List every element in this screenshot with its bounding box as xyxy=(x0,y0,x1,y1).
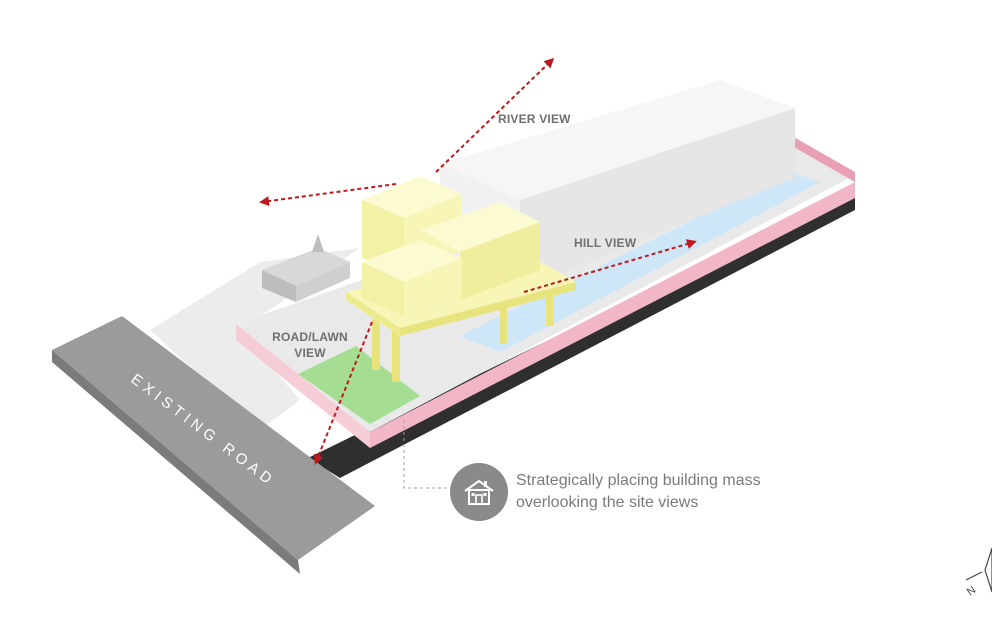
callout-line1: Strategically placing building mass xyxy=(516,472,761,489)
boundary-wall-front xyxy=(370,182,855,448)
proposed-podium-right xyxy=(404,258,462,316)
neighbour-building-top xyxy=(262,248,350,286)
river-view-label: RIVER VIEW xyxy=(498,112,571,126)
lawn xyxy=(298,346,420,424)
road-lawn-view-label-line2: VIEW xyxy=(294,346,326,360)
hill-view-label: HILL VIEW xyxy=(574,236,637,250)
boundary-wall-left xyxy=(236,324,370,448)
proposed-podium-top xyxy=(362,240,462,282)
neighbour-dome xyxy=(312,234,324,252)
callout-leader xyxy=(403,420,452,489)
building-glyph xyxy=(464,479,494,505)
neighbour-building-side xyxy=(296,262,350,302)
stilt xyxy=(500,300,507,344)
stilt xyxy=(372,320,380,370)
existing-block-top xyxy=(440,80,795,200)
proposed-tower-top xyxy=(362,176,462,218)
hill-view-arrow xyxy=(523,239,697,293)
callout-text: Strategically placing building mass over… xyxy=(516,470,761,514)
north-arrow-icon: N xyxy=(965,547,992,598)
existing-block-front xyxy=(520,108,795,290)
north-letter: N xyxy=(965,584,978,598)
callout: Strategically placing building mass over… xyxy=(450,460,870,524)
stilt xyxy=(392,330,400,382)
proposed-slab-edge-front xyxy=(400,282,576,336)
river-view-arrow xyxy=(435,57,555,173)
boundary-wall-right-top xyxy=(785,132,855,182)
building-icon xyxy=(450,463,508,521)
proposed-wing-top xyxy=(420,202,540,252)
road-lawn-view-label-line1: ROAD/LAWN xyxy=(272,330,348,344)
neighbour-building-front xyxy=(262,270,296,302)
road-lawn-view-label: ROAD/LAWN VIEW xyxy=(262,329,358,361)
proposed-wing-front xyxy=(460,222,540,300)
stilt xyxy=(546,290,553,326)
neighbour-ground xyxy=(150,248,360,430)
proposed-slab-edge xyxy=(346,292,400,336)
callout-line2: overlooking the site views xyxy=(516,494,699,511)
west-view-arrow xyxy=(259,183,397,207)
existing-road-side xyxy=(52,350,300,574)
proposed-podium-left xyxy=(362,262,404,316)
existing-road xyxy=(52,316,375,560)
